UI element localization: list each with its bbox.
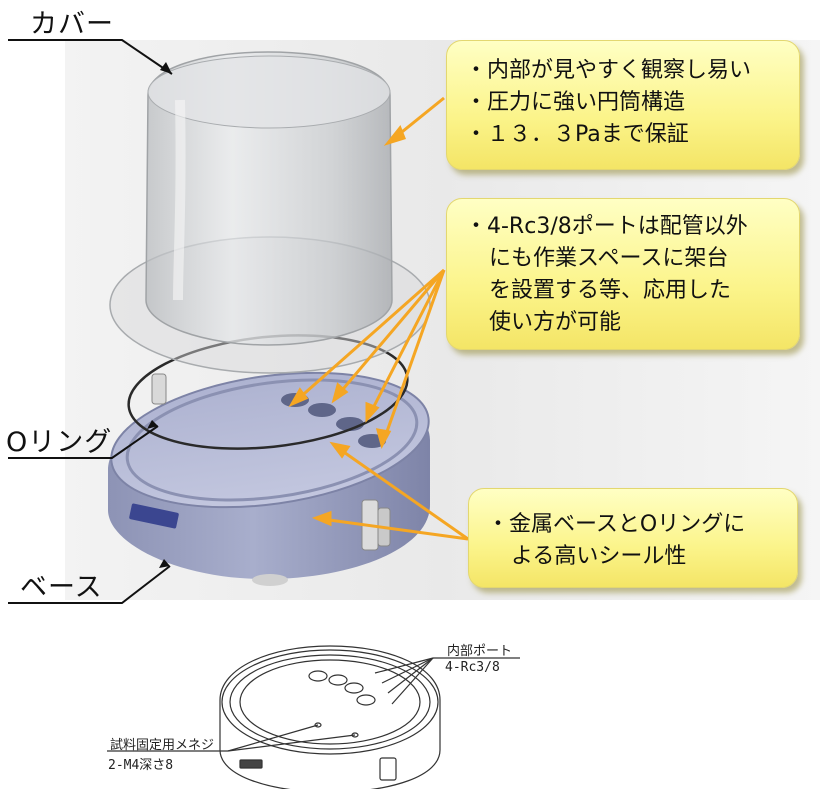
base-leader (8, 565, 171, 604)
port-feature-4: 使い方が可能 (489, 310, 622, 335)
cover-features-callout: ・内部が見やすく観察し易い ・圧力に強い円筒構造 ・１３．３Paまで保証 (446, 40, 800, 170)
cover-feature-2: ・圧力に強い円筒構造 (465, 90, 686, 115)
oring-label: Oリング (6, 427, 113, 458)
callout-arrows (288, 96, 469, 541)
logo-plate (129, 503, 179, 529)
seal-features-callout: ・金属ベースとOリングに よる高いシール性 (468, 488, 798, 588)
seal-feature-1: ・金属ベースとOリングに (487, 512, 746, 537)
port-feature-3: を設置する等、応用した (489, 278, 732, 303)
cover-leader (8, 39, 173, 75)
screw-label: 試料固定用メネジ (110, 738, 215, 753)
seal-feature-2: よる高いシール性 (511, 544, 687, 569)
cover-label: カバー (30, 9, 114, 40)
port-feature-2: にも作業スペースに架台 (489, 246, 729, 271)
cover-feature-1: ・内部が見やすく観察し易い (465, 58, 752, 83)
cover-feature-3: ・１３．３Paまで保証 (465, 122, 689, 147)
base-label: ベース (20, 572, 103, 603)
technical-drawing (107, 645, 520, 789)
cover (109, 51, 431, 374)
port-label: 内部ポート (447, 644, 513, 659)
screw-spec: 2-M4深さ8 (108, 758, 174, 773)
base (108, 371, 430, 586)
port-spec: 4-Rc3/8 (445, 660, 500, 675)
oring-leader (8, 425, 159, 459)
port-features-callout: ・4-Rc3/8ポートは配管以外 にも作業スペースに架台 を設置する等、応用した… (446, 198, 800, 350)
port-feature-1: ・4-Rc3/8ポートは配管以外 (465, 214, 748, 239)
